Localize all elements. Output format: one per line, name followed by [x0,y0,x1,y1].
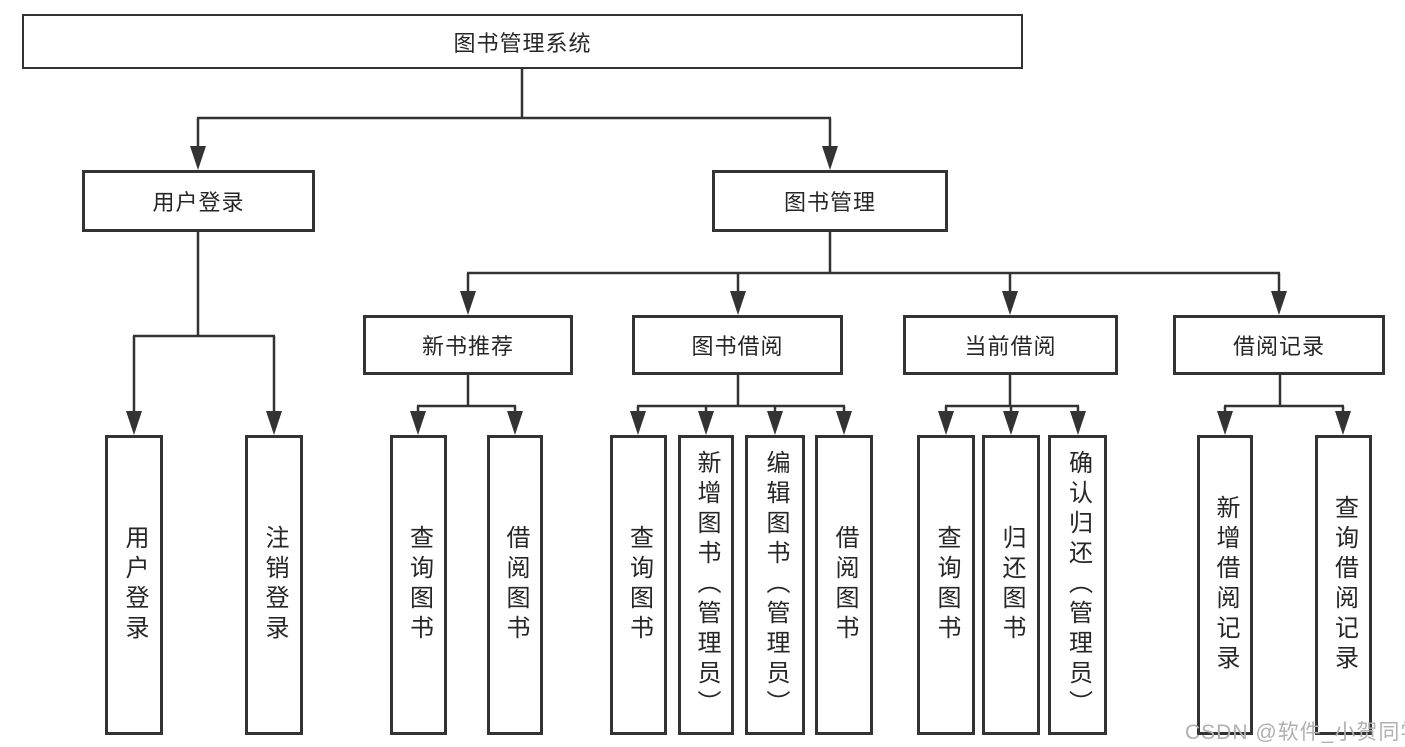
node-label: 查询借阅记录 [1330,495,1358,675]
leaf-query-borrow-record: 查询借阅记录 [1315,435,1372,735]
node-current-borrow: 当前借阅 [903,315,1118,375]
node-label: 新增借阅记录 [1212,495,1239,675]
node-label: 用户登录 [121,525,148,645]
node-book-management: 图书管理 [712,170,948,232]
node-label: 图书管理 [783,190,876,215]
node-label: 用户登录 [152,190,245,215]
leaf-edit-book-admin: 编辑图书（管理员） [745,435,805,735]
node-label: 注销登录 [261,525,288,645]
leaf-query-books-2: 查询图书 [610,435,667,735]
node-book-borrow: 图书借阅 [632,315,843,375]
leaf-borrow-books-1: 借阅图书 [487,435,543,735]
leaf-query-books-3: 查询图书 [917,435,975,735]
leaf-logout: 注销登录 [245,435,303,735]
node-label: 图书管理系统 [453,30,592,56]
leaf-query-books-1: 查询图书 [390,435,447,735]
leaf-return-book: 归还图书 [982,435,1040,735]
node-label: 新增图书（管理员） [693,450,720,720]
leaf-confirm-return-admin: 确认归还（管理员） [1048,435,1107,735]
leaf-add-book-admin: 新增图书（管理员） [678,435,734,735]
node-borrow-records: 借阅记录 [1173,315,1385,375]
leaf-user-login: 用户登录 [105,435,163,735]
node-user-login: 用户登录 [82,170,315,232]
node-label: 图书借阅 [691,334,784,359]
csdn-watermark: CSDN @软件_小贺同学 [1185,721,1405,744]
leaf-add-borrow-record: 新增借阅记录 [1197,435,1253,735]
node-label: 借阅图书 [831,525,858,645]
node-label: 查询图书 [625,525,653,645]
node-label: 确认归还（管理员） [1064,450,1092,720]
node-label: 当前借阅 [964,334,1057,359]
node-label: 借阅图书 [502,525,529,645]
node-new-book-recommend: 新书推荐 [363,315,573,375]
node-label: 借阅记录 [1232,334,1325,359]
node-label: 归还图书 [998,525,1025,645]
node-library-system: 图书管理系统 [22,14,1023,69]
node-label: 编辑图书（管理员） [762,450,789,720]
leaf-borrow-books-2: 借阅图书 [815,435,873,735]
node-label: 查询图书 [933,525,960,645]
node-label: 新书推荐 [421,334,514,359]
node-label: 查询图书 [405,525,433,645]
